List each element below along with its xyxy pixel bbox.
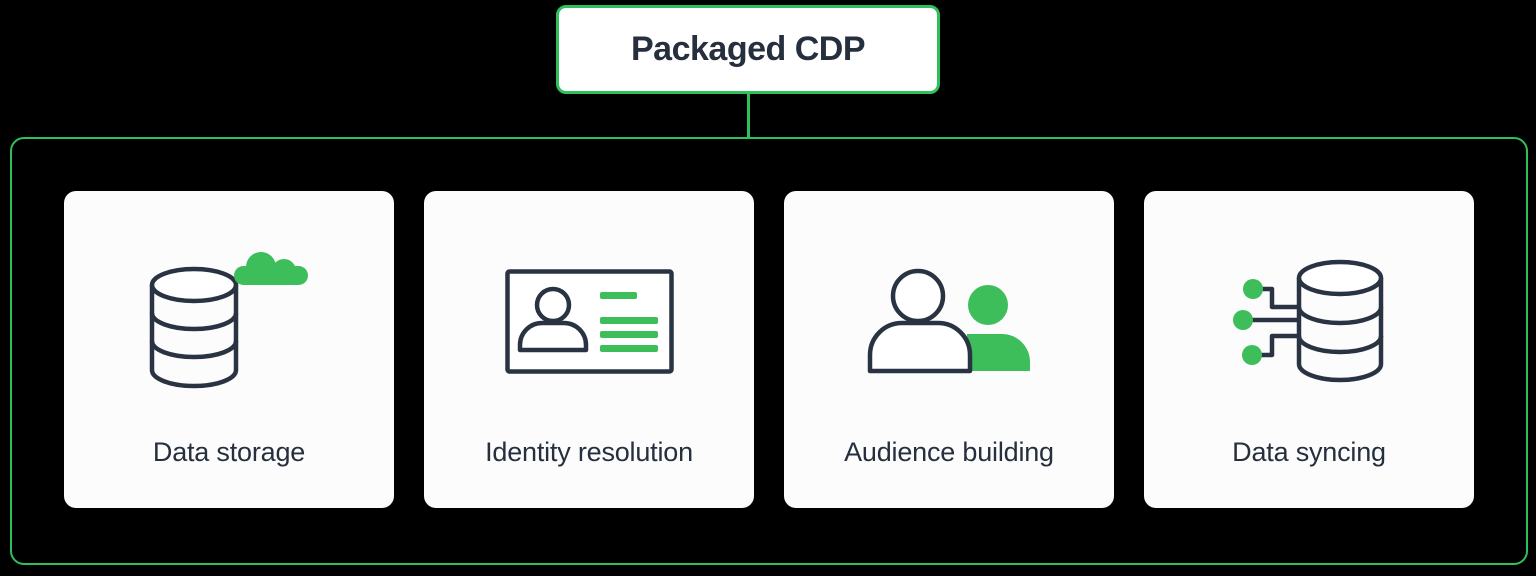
card-label: Audience building (844, 437, 1054, 467)
audience-building-icon-wrap (867, 191, 1032, 437)
id-card-icon (504, 268, 674, 374)
card-audience-building: Audience building (784, 191, 1114, 508)
card-data-syncing: Data syncing (1144, 191, 1474, 508)
card-data-storage: Data storage (64, 191, 394, 508)
card-label: Data syncing (1232, 437, 1386, 467)
person-filled (966, 285, 1030, 371)
database-sync-icon (1233, 259, 1384, 383)
diagram-title: Packaged CDP (631, 30, 866, 68)
connector-line (747, 93, 750, 138)
person-outline-head (890, 268, 945, 324)
card-label: Data storage (152, 437, 306, 467)
cloud-icon (233, 252, 308, 285)
id-card-text-lines (599, 291, 658, 352)
identity-resolution-icon-wrap (504, 191, 674, 437)
sync-wire-bottom (1254, 333, 1300, 358)
card-label: Identity resolution (485, 437, 693, 467)
people-icon (867, 268, 1030, 374)
packaged-cdp-title-box: Packaged CDP (556, 5, 940, 94)
cdp-components-panel: Data storage Identity resolution (10, 137, 1528, 565)
data-storage-icon-wrap (148, 191, 311, 437)
sync-nodes (1233, 279, 1263, 365)
cards-row: Data storage Identity resolution (12, 139, 1526, 560)
card-identity-resolution: Identity resolution (424, 191, 754, 508)
person-outline-body (867, 320, 972, 374)
data-syncing-icon-wrap (1233, 191, 1385, 437)
database-cloud-icon (149, 252, 308, 389)
sync-wire-top (1255, 286, 1300, 310)
